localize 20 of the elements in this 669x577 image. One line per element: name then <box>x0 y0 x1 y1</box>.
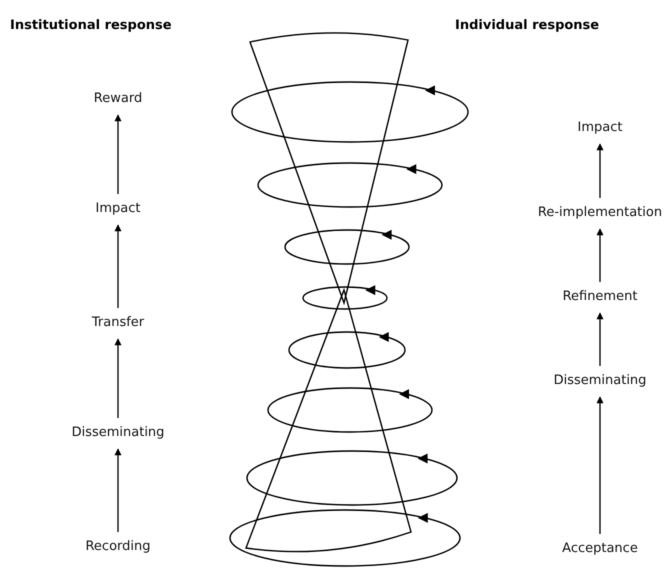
arrow <box>596 143 604 198</box>
arrow <box>596 228 604 282</box>
stage-label: Recording <box>83 538 153 555</box>
arrow <box>114 448 122 532</box>
stage-label: Refinement <box>560 288 640 305</box>
arrow <box>114 114 122 194</box>
stage-label: Transfer <box>90 314 146 331</box>
stage-label: Impact <box>94 200 142 217</box>
stage-label: Acceptance <box>560 540 640 557</box>
column-heading: Institutional response <box>10 18 172 33</box>
arrow <box>114 338 122 418</box>
stage-label: Disseminating <box>70 424 166 441</box>
stage-label: Impact <box>576 119 624 136</box>
stage-label: Disseminating <box>552 372 648 389</box>
column-heading: Individual response <box>455 18 600 33</box>
arrow <box>596 396 604 534</box>
stage-label: Reward <box>92 90 144 107</box>
arrow <box>114 224 122 308</box>
stage-label: Re-implementation <box>536 204 664 221</box>
arrow <box>596 312 604 366</box>
